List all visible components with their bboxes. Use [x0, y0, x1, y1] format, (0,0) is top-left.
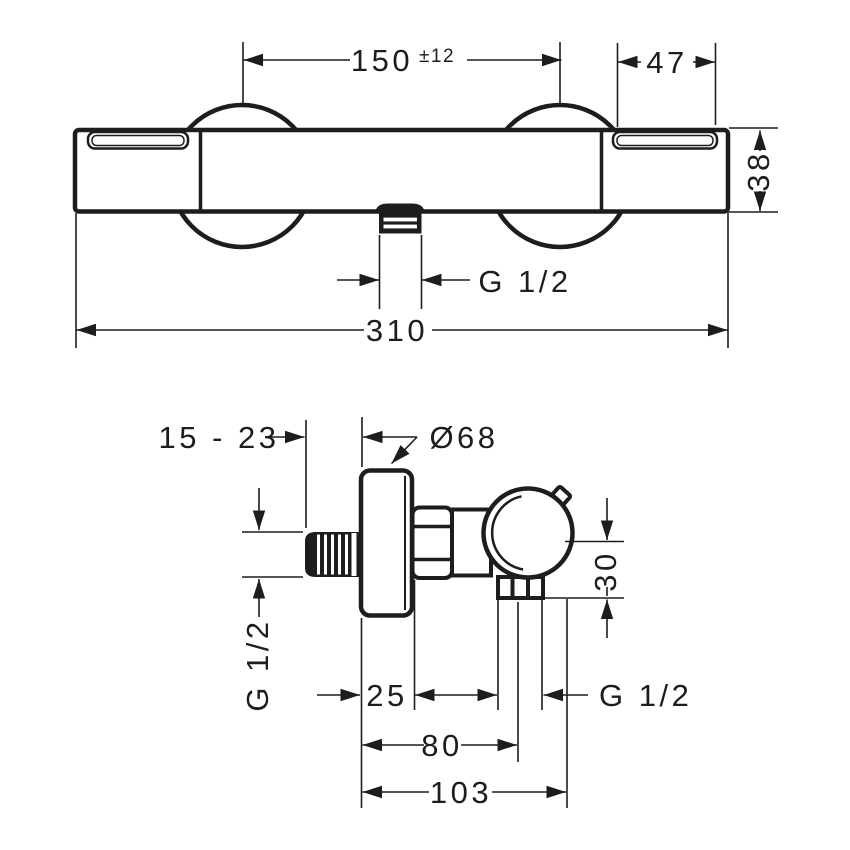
mixer-bar: [72, 127, 731, 234]
dim-310-label: 310: [366, 313, 428, 348]
bar-body: [72, 127, 731, 214]
dim-150-tolerance: ±12: [419, 46, 455, 67]
inlet-thread: [305, 532, 361, 577]
left-shelf-slot: [86, 130, 190, 150]
dim-150-label: 150: [351, 43, 413, 78]
dim-30-label: 30: [588, 550, 623, 591]
dim-escutcheon-depth: 25: [317, 678, 497, 713]
dim-103-label: 103: [430, 775, 492, 810]
dim-inlet-thread: G 1/2: [240, 488, 303, 712]
dim-overall-width: 310: [75, 213, 729, 348]
dim-g12-outlet-label: G 1/2: [599, 678, 692, 713]
dim-shelf-width: 47: [616, 43, 717, 127]
dim-overall-depth: 103: [362, 775, 566, 810]
dim-escutcheon-diameter: Ø68: [361, 417, 498, 467]
dim-body-height: 38: [725, 127, 778, 213]
outlet-elbow: [496, 575, 545, 600]
dim-wall-distance: 15 - 23: [158, 420, 307, 528]
front-view: 150 ±12 47 38 G 1/2: [72, 42, 778, 348]
dim-25-label: 25: [366, 678, 407, 713]
dim-80-label: 80: [421, 728, 462, 763]
side-extension-lines: [360, 580, 568, 808]
dim-47-label: 47: [646, 45, 687, 80]
side-view: 15 - 23 Ø68 G 1/2 30: [158, 417, 692, 810]
dim-68-label: Ø68: [429, 420, 498, 455]
dim-g12-inlet-label: G 1/2: [240, 618, 275, 711]
dim-center-distance: 150 ±12: [242, 42, 562, 104]
dim-38-label: 38: [741, 150, 776, 191]
dim-15-23-label: 15 - 23: [158, 420, 279, 455]
dim-g12-front-label: G 1/2: [478, 264, 571, 299]
escutcheon-sleeve: [358, 468, 415, 618]
dim-front-outlet-thread: G 1/2: [337, 235, 571, 309]
thermostat-handle: [481, 486, 575, 580]
dim-outlet-offset: 30: [542, 498, 624, 638]
union-nut: [410, 505, 454, 580]
bottom-outlet: [375, 203, 425, 234]
dim-wall-to-outlet: 80: [362, 728, 517, 763]
right-shelf-slot: [611, 130, 719, 150]
dim-outlet-thread: G 1/2: [543, 678, 692, 713]
